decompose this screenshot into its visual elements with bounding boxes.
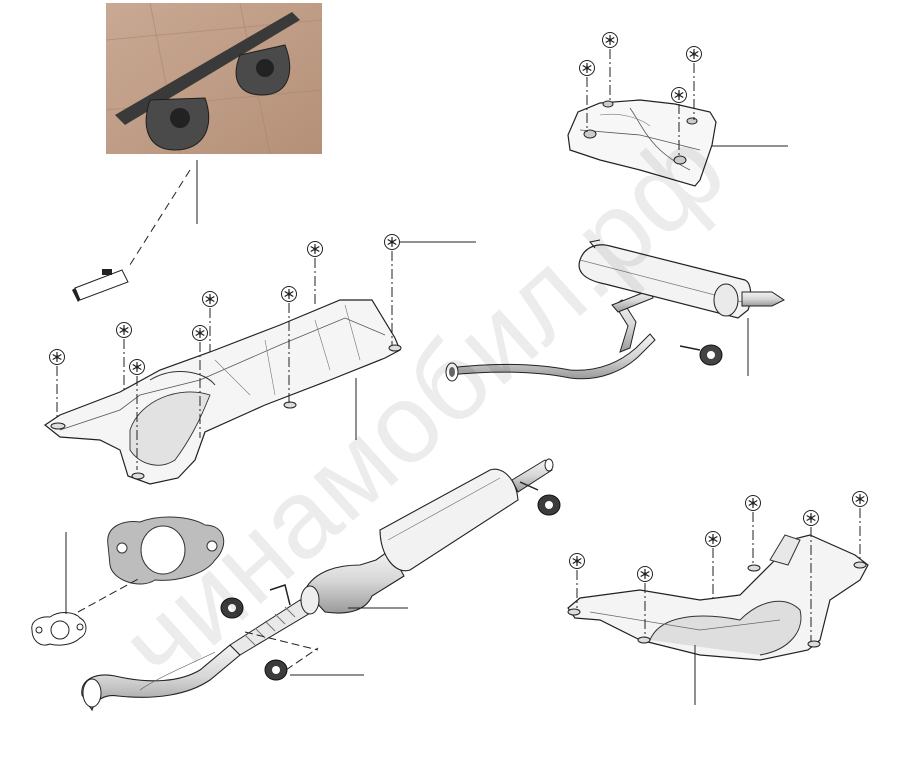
flange-gasket	[31, 516, 225, 646]
center-shield-fasteners	[48, 233, 476, 470]
hanger-bracket-photo	[105, 2, 323, 155]
center-heat-shield	[43, 299, 402, 485]
muffler-assembly	[445, 239, 785, 382]
hanger-bracket	[72, 269, 129, 302]
front-heat-shield	[567, 490, 869, 705]
catalytic-converter-pipe	[81, 458, 554, 712]
rear-heat-shield	[567, 31, 788, 187]
rubber-hangers	[220, 494, 561, 681]
